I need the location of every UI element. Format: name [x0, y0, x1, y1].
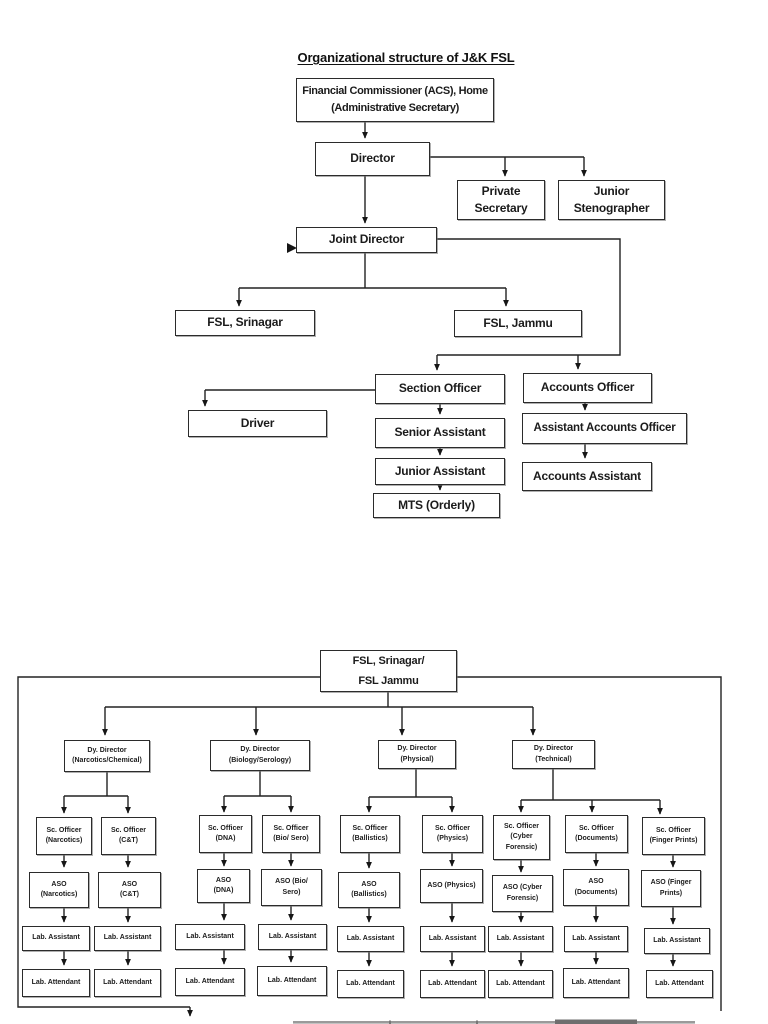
node-lab-attendant: Lab. Attendant [337, 970, 404, 998]
node-lab-attendant: Lab. Attendant [646, 970, 713, 998]
node-aso-dna: ASO (DNA) [197, 869, 250, 903]
node-aso-physics: ASO (Physics) [420, 869, 483, 903]
node-sc-officer-finger-prints: Sc. Officer (Finger Prints) [642, 817, 705, 855]
node-lab-assistant: Lab. Assistant [644, 928, 710, 954]
node-lab-attendant: Lab. Attendant [22, 969, 90, 997]
node-sc-officer-physics: Sc. Officer (Physics) [422, 815, 483, 853]
node-lab-assistant: Lab. Assistant [564, 926, 628, 952]
node-aso-ballistics: ASO (Ballistics) [338, 872, 400, 908]
node-aso-ct: ASO (C&T) [98, 872, 161, 908]
node-dy-director-physical: Dy. Director (Physical) [378, 740, 456, 769]
node-joint-director: Joint Director [296, 227, 437, 253]
chart-title: Organizational structure of J&K FSL [297, 50, 515, 65]
node-assistant-accounts-officer: Assistant Accounts Officer [522, 413, 687, 444]
node-senior-assistant: Senior Assistant [375, 418, 505, 448]
node-lab-assistant: Lab. Assistant [488, 926, 553, 952]
node-fsl-srinagar: FSL, Srinagar [175, 310, 315, 336]
node-lab-assistant: Lab. Assistant [175, 924, 245, 950]
node-sc-officer-ballistics: Sc. Officer (Ballistics) [340, 815, 400, 853]
node-junior-assistant: Junior Assistant [375, 458, 505, 485]
node-lab-attendant: Lab. Attendant [257, 966, 327, 996]
node-aso-narcotics: ASO (Narcotics) [29, 872, 89, 908]
node-fsl-root: FSL, Srinagar/ FSL Jammu [320, 650, 457, 692]
node-dy-director-narcotics-chemical: Dy. Director (Narcotics/Chemical) [64, 740, 150, 772]
node-section-officer: Section Officer [375, 374, 505, 404]
node-sc-officer-narcotics: Sc. Officer (Narcotics) [36, 817, 92, 855]
node-sc-officer-documents: Sc. Officer (Documents) [565, 815, 628, 853]
node-lab-assistant: Lab. Assistant [420, 926, 485, 952]
node-driver: Driver [188, 410, 327, 437]
node-sc-officer-dna: Sc. Officer (DNA) [199, 815, 252, 853]
node-lab-assistant: Lab. Assistant [22, 926, 90, 951]
node-accounts-assistant: Accounts Assistant [522, 462, 652, 491]
node-dy-director-technical: Dy. Director (Technical) [512, 740, 595, 769]
node-financial-commissioner: Financial Commissioner (ACS), Home (Admi… [296, 78, 494, 122]
node-private-secretary: Private Secretary [457, 180, 545, 220]
node-aso-cyber-forensic: ASO (Cyber Forensic) [492, 875, 553, 912]
node-accounts-officer: Accounts Officer [523, 373, 652, 403]
node-director: Director [315, 142, 430, 176]
node-sc-officer-cyber-forensic: Sc. Officer (Cyber Forensic) [493, 815, 550, 860]
node-sc-officer-bio-sero: Sc. Officer (Bio/ Sero) [262, 815, 320, 853]
node-lab-assistant: Lab. Assistant [94, 926, 161, 951]
node-lab-attendant: Lab. Attendant [175, 968, 245, 996]
node-lab-attendant: Lab. Attendant [563, 968, 629, 998]
node-fsl-jammu: FSL, Jammu [454, 310, 582, 337]
node-lab-assistant: Lab. Assistant [337, 926, 404, 952]
node-lab-attendant: Lab. Attendant [420, 970, 485, 998]
node-dy-director-biology-serology: Dy. Director (Biology/Serology) [210, 740, 310, 771]
node-aso-documents: ASO (Documents) [563, 869, 629, 906]
node-lab-attendant: Lab. Attendant [94, 969, 161, 997]
node-sc-officer-ct: Sc. Officer (C&T) [101, 817, 156, 855]
node-aso-finger-prints: ASO (Finger Prints) [641, 870, 701, 907]
node-aso-bio-sero: ASO (Bio/ Sero) [261, 869, 322, 906]
node-lab-assistant: Lab. Assistant [258, 924, 327, 950]
node-junior-stenographer: Junior Stenographer [558, 180, 665, 220]
node-lab-attendant: Lab. Attendant [488, 970, 553, 998]
node-mts-orderly: MTS (Orderly) [373, 493, 500, 518]
cutoff-table-edge [293, 1019, 695, 1024]
